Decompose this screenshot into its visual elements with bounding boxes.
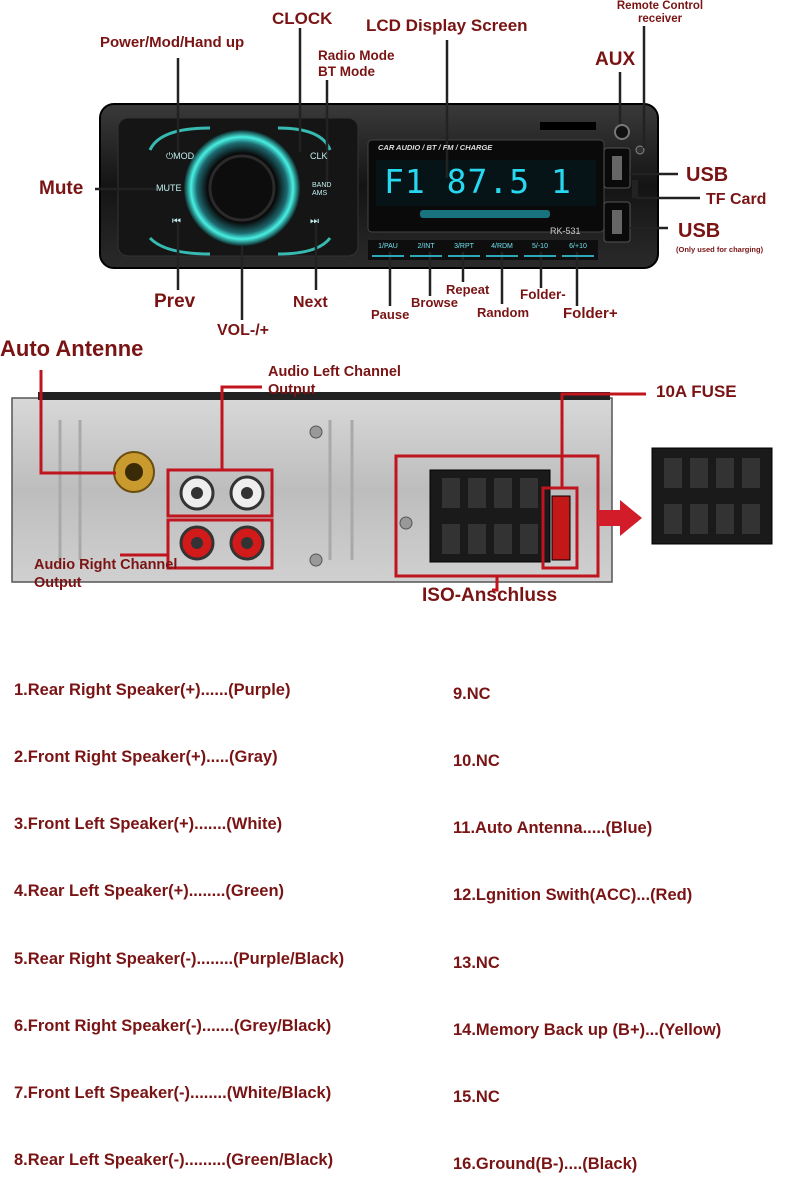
callout-lines (95, 26, 700, 320)
preset-button-3[interactable]: 3/RPT (448, 243, 480, 257)
preset-button-5[interactable]: 5/-10 (524, 243, 556, 257)
label-pause: Pause (371, 307, 410, 322)
pin-legend-item: 15.NC (453, 1088, 500, 1107)
pin-legend-item: 16.Ground(B-)....(Black) (453, 1155, 638, 1174)
label-radio-mode: Radio Mode BT Mode (318, 48, 395, 80)
pin-legend-left: 1.Rear Right Speaker(+)......(Purple) 2.… (14, 634, 344, 1194)
pin-legend-item: 12.Lgnition Swith(ACC)...(Red) (453, 886, 693, 905)
brand-strip: CAR AUDIO / BT / FM / CHARGE (378, 143, 493, 152)
pin-legend-item: 6.Front Right Speaker(-).......(Grey/Bla… (14, 1016, 332, 1035)
pin-legend-item: 7.Front Left Speaker(-)........(White/Bl… (14, 1084, 332, 1103)
pin-legend-item: 14.Memory Back up (B+)...(Yellow) (453, 1020, 722, 1039)
lcd-readout: F1 87.5 1 (384, 162, 572, 201)
label-vol: VOL-/+ (217, 322, 270, 339)
label-usb-bottom: USB (678, 220, 721, 242)
label-next: Next (293, 294, 328, 311)
label-audio-right: Audio Right Channel Output (34, 557, 178, 592)
radio-back-panel (11, 392, 613, 583)
arrow-icon (598, 500, 642, 536)
label-lcd: LCD Display Screen (366, 16, 528, 35)
label-remote: Remote Control receiver (616, 0, 704, 25)
label-iso: ISO-Anschluss (422, 585, 558, 606)
preset-button-2[interactable]: 2/INT (410, 243, 442, 257)
label-usb-top: USB (686, 164, 729, 186)
fuse (551, 495, 571, 561)
label-auto-antenne: Auto Antenne (0, 336, 144, 361)
label-power: Power/Mod/Hand up (100, 34, 245, 51)
pin-legend-item: 5.Rear Right Speaker(-)........(Purple/B… (14, 949, 345, 968)
label-aux: AUX (595, 49, 636, 70)
label-audio-left: Audio Left Channel Output (268, 364, 401, 399)
label-random: Random (477, 305, 529, 320)
mod-button[interactable]: ⏻MOD (166, 151, 195, 161)
band-ams-button[interactable]: BAND AMS (312, 182, 332, 197)
radio-front-panel (99, 103, 659, 269)
preset-button-1[interactable]: 1/PAU (372, 243, 404, 257)
iso-connector-detached (651, 447, 773, 545)
clk-button[interactable]: CLK (310, 151, 328, 161)
preset-button-6[interactable]: 6/+10 (562, 243, 594, 257)
mute-button[interactable]: MUTE (156, 183, 182, 193)
label-mute: Mute (39, 178, 84, 199)
pin-legend-item: 10.NC (453, 752, 500, 771)
label-usb-note: (Only used for charging) (676, 245, 764, 254)
pin-legend-item: 13.NC (453, 953, 500, 972)
label-repeat: Repeat (446, 282, 490, 297)
pin-legend-item: 1.Rear Right Speaker(+)......(Purple) (14, 680, 291, 699)
pin-legend-item: 3.Front Left Speaker(+).......(White) (14, 815, 283, 834)
label-clock: CLOCK (272, 9, 333, 28)
pin-legend-item: 4.Rear Left Speaker(+)........(Green) (14, 882, 285, 901)
pin-legend-right: 9.NC 10.NC 11.Auto Antenna.....(Blue) 12… (453, 638, 721, 1198)
pin-legend-item: 2.Front Right Speaker(+).....(Gray) (14, 748, 278, 767)
pin-legend-item: 11.Auto Antenna.....(Blue) (453, 819, 653, 838)
pin-legend-item: 9.NC (453, 684, 491, 703)
label-folder-minus: Folder- (520, 287, 566, 302)
model-number: RK-531 (550, 226, 581, 236)
prev-button[interactable]: ⏮ (172, 216, 181, 227)
preset-button-4[interactable]: 4/RDM (486, 243, 518, 257)
pin-legend-item: 8.Rear Left Speaker(-).........(Green/Bl… (14, 1151, 334, 1170)
preset-buttons: 1/PAU 2/INT 3/RPT 4/RDM 5/-10 6/+10 (372, 243, 596, 257)
label-tf-card: TF Card (706, 191, 767, 208)
label-fuse: 10A FUSE (656, 382, 737, 401)
diagram-canvas (11, 26, 773, 592)
next-button[interactable]: ⏭ (310, 216, 319, 227)
label-folder-plus: Folder+ (563, 305, 618, 322)
label-browse: Browse (411, 295, 458, 310)
label-prev: Prev (154, 291, 196, 312)
